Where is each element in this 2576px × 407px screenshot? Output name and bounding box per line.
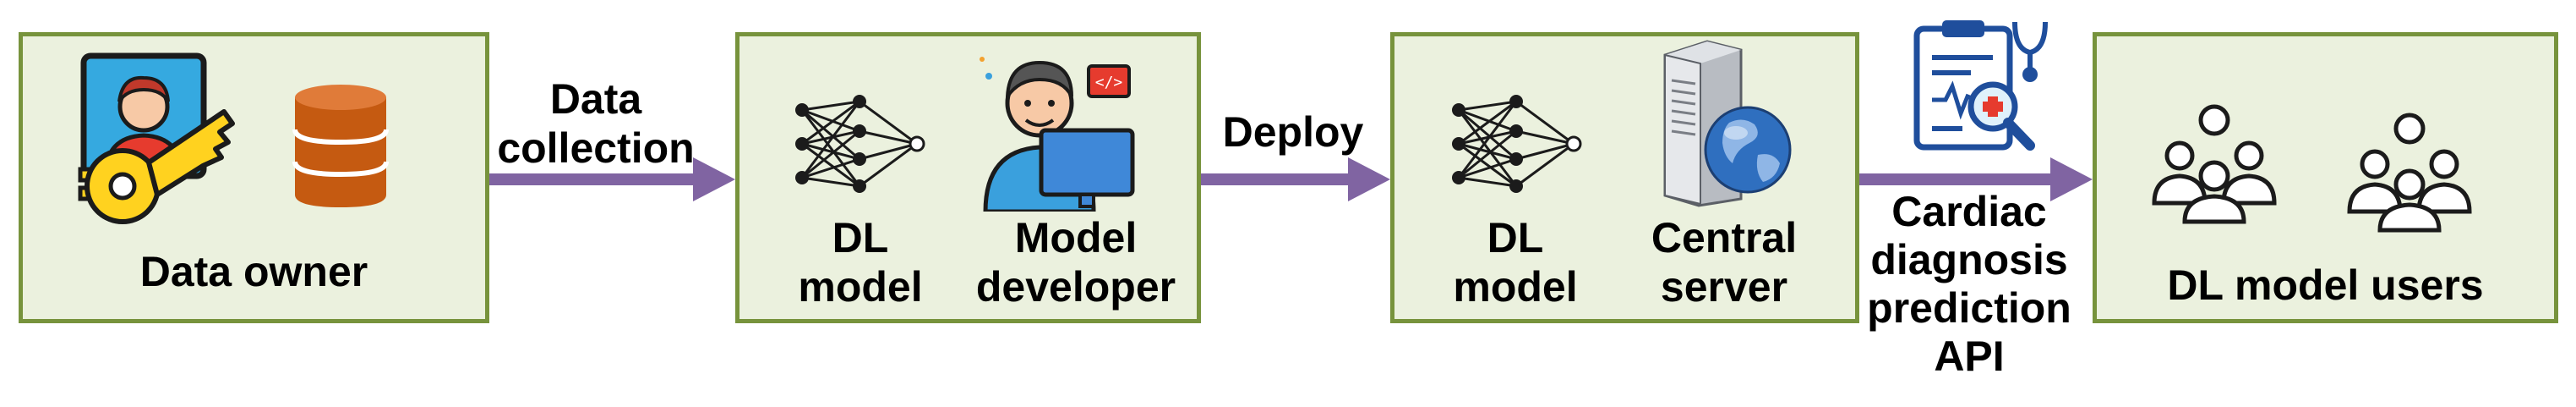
deploy-model-label: DL model — [1453, 214, 1578, 311]
user-group-icon — [2347, 113, 2472, 233]
deploy-arrow-head — [1348, 157, 1390, 201]
deploy-label: Deploy — [1222, 108, 1364, 156]
collection-arrow-shaft — [489, 173, 696, 185]
neural-network-icon — [795, 95, 925, 193]
key-icon — [78, 109, 235, 224]
model-developer-label: Model developer — [975, 214, 1176, 311]
dev-model-label: DL model — [798, 214, 923, 311]
developer-icon: </> — [980, 57, 1135, 212]
clipboard-stethoscope-icon — [1913, 20, 2048, 151]
svg-text:</>: </> — [1095, 74, 1123, 91]
monitor-icon — [1039, 128, 1135, 197]
code-badge-icon — [1087, 64, 1131, 98]
dl-model-users-label: DL model users — [2167, 261, 2484, 309]
deploy-arrow-shaft — [1201, 173, 1351, 185]
user-group-icon — [2152, 104, 2277, 224]
api-arrow-head — [2050, 157, 2093, 201]
server-icon — [1663, 40, 1792, 207]
collection-arrow-head — [693, 157, 735, 201]
api-label: Cardiac diagnosis prediction API — [1867, 188, 2071, 380]
data-collection-label: Data collection — [497, 75, 695, 172]
central-server-label: Central server — [1651, 214, 1798, 311]
neural-network-icon — [1452, 95, 1582, 193]
api-arrow-shaft — [1859, 173, 2054, 185]
database-icon — [292, 85, 389, 207]
globe-icon — [1704, 106, 1792, 194]
data-owner-label: Data owner — [139, 248, 368, 295]
